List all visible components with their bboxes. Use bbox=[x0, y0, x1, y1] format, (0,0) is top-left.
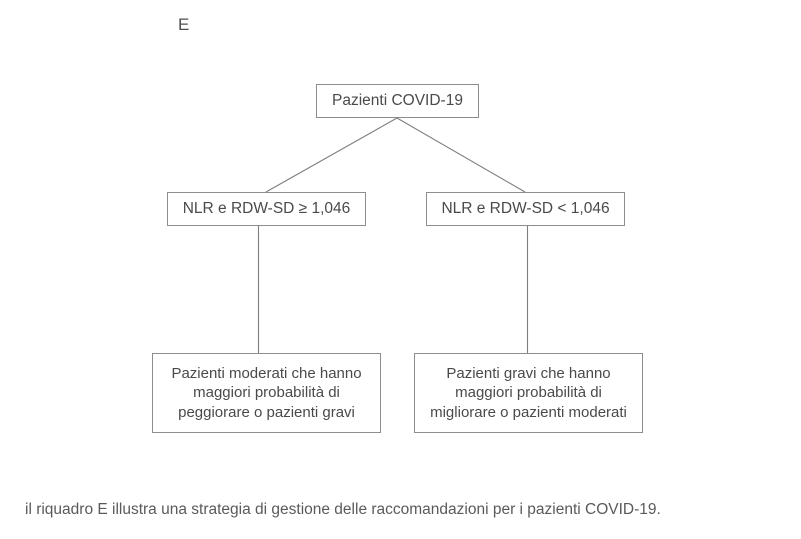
node-branch-low-label: NLR e RDW-SD < 1,046 bbox=[441, 200, 610, 218]
node-branch-nlr-rdw-high: NLR e RDW-SD ≥ 1,046 bbox=[167, 192, 366, 226]
edge-root-to-branch-low bbox=[396, 117, 526, 193]
figure-caption: il riquadro E illustra una strategia di … bbox=[25, 501, 661, 518]
node-outcome-moderate-patients: Pazienti moderati che hanno maggiori pro… bbox=[152, 353, 381, 433]
node-outcome-severe-patients: Pazienti gravi che hanno maggiori probab… bbox=[414, 353, 643, 433]
edge-root-to-branch-high bbox=[265, 117, 398, 193]
node-root-patients: Pazienti COVID-19 bbox=[316, 84, 479, 118]
node-root-label: Pazienti COVID-19 bbox=[332, 92, 463, 110]
node-outcome-high-label: Pazienti moderati che hanno maggiori pro… bbox=[171, 365, 362, 421]
node-branch-nlr-rdw-low: NLR e RDW-SD < 1,046 bbox=[426, 192, 625, 226]
panel-letter: E bbox=[178, 15, 190, 34]
node-branch-high-label: NLR e RDW-SD ≥ 1,046 bbox=[182, 200, 351, 218]
node-outcome-low-label: Pazienti gravi che hanno maggiori probab… bbox=[430, 365, 627, 421]
